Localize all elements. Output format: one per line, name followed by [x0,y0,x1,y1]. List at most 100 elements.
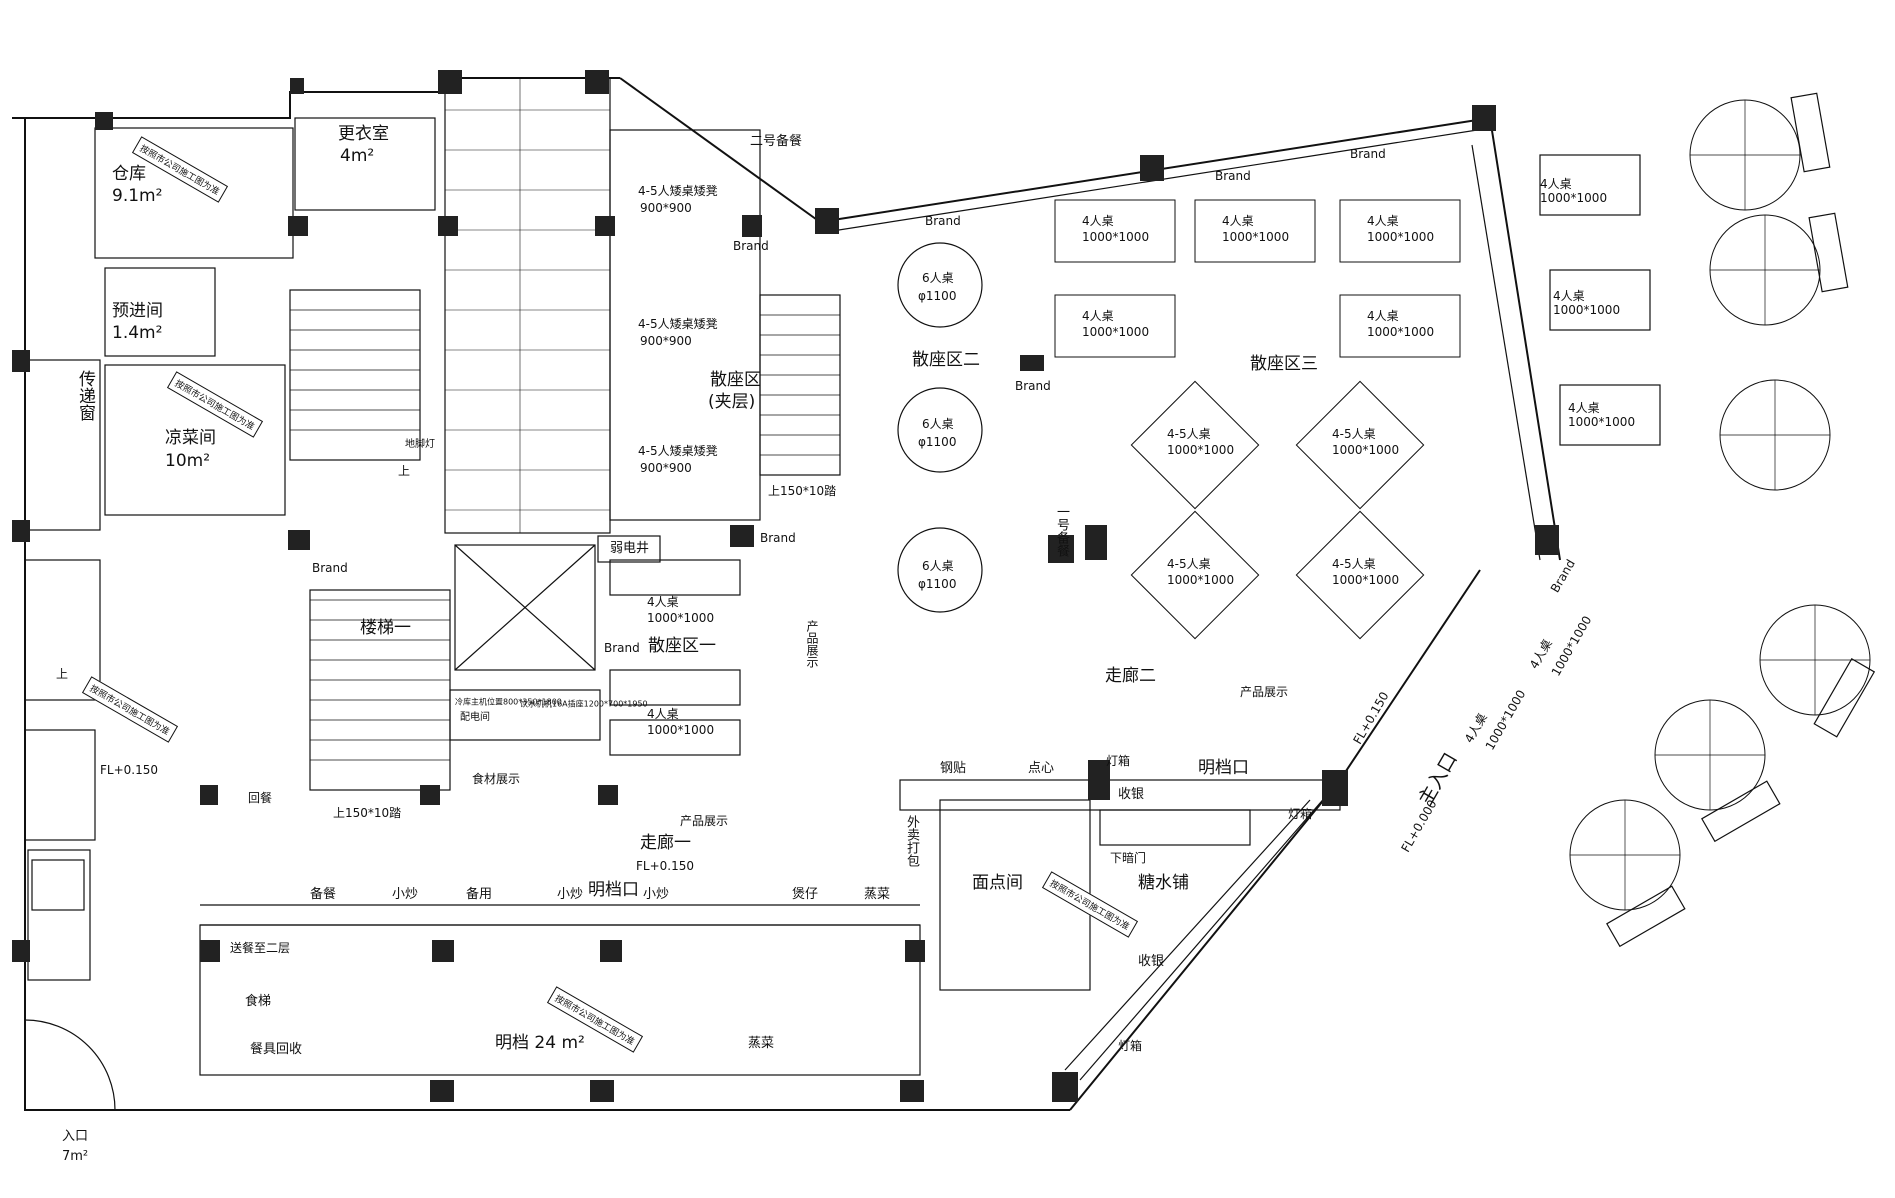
atrium [444,77,611,534]
station-xia-an-men: 下暗门 [1110,851,1147,865]
table-z3-2: 4人桌 [1222,214,1254,228]
level-fl150-corridor: FL+0.150 [636,859,694,873]
table-round-2-size: φ1100 [918,435,957,449]
table-strip-3: 4人桌 [1568,401,1600,415]
table-z3-1-size: 1000*1000 [1082,230,1150,244]
seating-mezzanine-label: 散座区 [710,370,761,390]
table-diamond-3-size: 1000*1000 [1167,573,1235,587]
level-fl150-left: FL+0.150 [100,763,158,777]
distribution-label: 配电间 [460,712,490,723]
entrance-area: 7m² [62,1149,89,1164]
seating-three-label: 散座区三 [1250,354,1318,374]
light-box-1: 灯箱 [1106,754,1131,768]
station-shou-yin-1: 收银 [1118,787,1145,802]
product-display-2: 产品展示 [805,620,819,668]
table-diamond-4-size: 1000*1000 [1332,573,1400,587]
distribution-room [449,689,601,741]
brand-label-7: Brand [1215,169,1251,183]
station-bao-zai: 煲仔 [792,887,819,902]
table-strip-1: 4人桌 [1540,177,1572,191]
patio-umbrellas [1569,99,1871,911]
table-strip-2-size: 1000*1000 [1553,303,1621,317]
table-round-2: 6人桌 [922,417,954,431]
table-diamond-2-size: 1000*1000 [1332,443,1400,457]
stairs-one-label: 楼梯一 [360,618,411,638]
table-z3-2-size: 1000*1000 [1222,230,1290,244]
light-box-2: 灯箱 [1288,807,1313,821]
brand-label-8: Brand [1350,147,1386,161]
structural-columns [12,70,1559,1102]
prep-room-area: 1.4m² [112,323,163,343]
station-xiao-chao-1: 小炒 [392,887,419,902]
table-strip-3-size: 1000*1000 [1568,415,1636,429]
product-display-3: 产品展示 [1240,685,1289,699]
table-z3-3: 4人桌 [1367,214,1399,228]
table-strip-1-size: 1000*1000 [1540,191,1608,205]
table-diamond-1-size: 1000*1000 [1167,443,1235,457]
brand-label-5: Brand [312,561,348,575]
table-z3-5: 4人桌 [1367,309,1399,323]
up-mark-2: 上 [56,667,69,681]
spare-one-label: 一号备餐 [1054,505,1069,557]
table-z3-4: 4人桌 [1082,309,1114,323]
prep-room [104,267,216,357]
open-window-right: 明档口 [1198,758,1249,778]
table-round-3-size: φ1100 [918,577,957,591]
corridor-one-label: 走廊一 [640,833,691,853]
table-s1-2: 4人桌 [647,707,679,721]
cold-dish-area: 10m² [165,451,211,471]
table-z3-3-size: 1000*1000 [1367,230,1435,244]
prep-room-label: 预进间 [112,301,163,321]
light-box-3: 灯箱 [1118,1039,1143,1053]
table-mezz-3-size: 900*900 [640,461,692,475]
weak-shaft [597,535,661,563]
spare-two-label: 二号备餐 [750,134,803,149]
seating-two-label: 散座区二 [912,350,980,370]
station-xiao-chao-2: 小炒 [557,887,584,902]
food-to-2f-label: 送餐至二层 [230,941,291,955]
hui-can-label: 回餐 [248,791,273,805]
open-window-main: 明档口 [588,880,639,900]
stairs-up-note-2: 上150*10踏 [768,484,837,498]
pass-window [24,359,101,531]
table-round-1: 6人桌 [922,271,954,285]
noodle-room-label: 面点间 [972,873,1023,893]
brand-label-6: Brand [925,214,961,228]
table-mezz-2: 4-5人矮桌矮凳 [638,317,718,331]
seating-one-label: 散座区一 [648,636,716,656]
round-tables [897,242,983,613]
table-strip-2: 4人桌 [1553,289,1585,303]
table-round-3: 6人桌 [922,559,954,573]
distribution-note: 冷库主机位置800*350*1800 [455,698,562,707]
table-z3-4-size: 1000*1000 [1082,325,1150,339]
storage-area: 9.1m² [112,186,163,206]
table-s1-2-size: 1000*1000 [647,723,715,737]
table-mezz-3: 4-5人矮桌矮凳 [638,444,718,458]
station-xiao-chao-3: 小炒 [643,887,670,902]
station-zheng-cai: 蒸菜 [864,887,891,902]
open-kitchen-label: 明档 24 m² [495,1033,585,1053]
up-mark-1: 上 [398,464,411,478]
corridor-two-label: 走廊二 [1105,666,1156,686]
storage-room [94,127,294,259]
brand-label-1: Brand [733,239,769,253]
station-gang-tie: 钢贴 [940,761,967,776]
station-bei-yong: 备用 [466,887,493,902]
table-diamond-4: 4-5人桌 [1332,557,1376,571]
table-diamond-1: 4-5人桌 [1167,427,1211,441]
dryer-note: 饮水机机16A插座1200*700*1950 [520,700,648,709]
cold-dish-label: 凉菜间 [165,428,216,448]
cold-dish-room [104,364,286,516]
station-dian-xin: 点心 [1028,761,1055,776]
table-z3-1: 4人桌 [1082,214,1114,228]
storage-label: 仓库 [112,164,146,184]
table-s1-1: 4人桌 [647,595,679,609]
takeout-pack-label: 外卖打包 [904,815,919,867]
table-s1-1-size: 1000*1000 [647,611,715,625]
brand-label-4: Brand [604,641,640,655]
product-display-1: 产品展示 [680,814,729,828]
floor-light-note: 地脚灯 [405,439,435,450]
table-mezz-1: 4-5人矮桌矮凳 [638,184,718,198]
table-round-1-size: φ1100 [918,289,957,303]
locker-room-label: 更衣室 [338,124,389,144]
